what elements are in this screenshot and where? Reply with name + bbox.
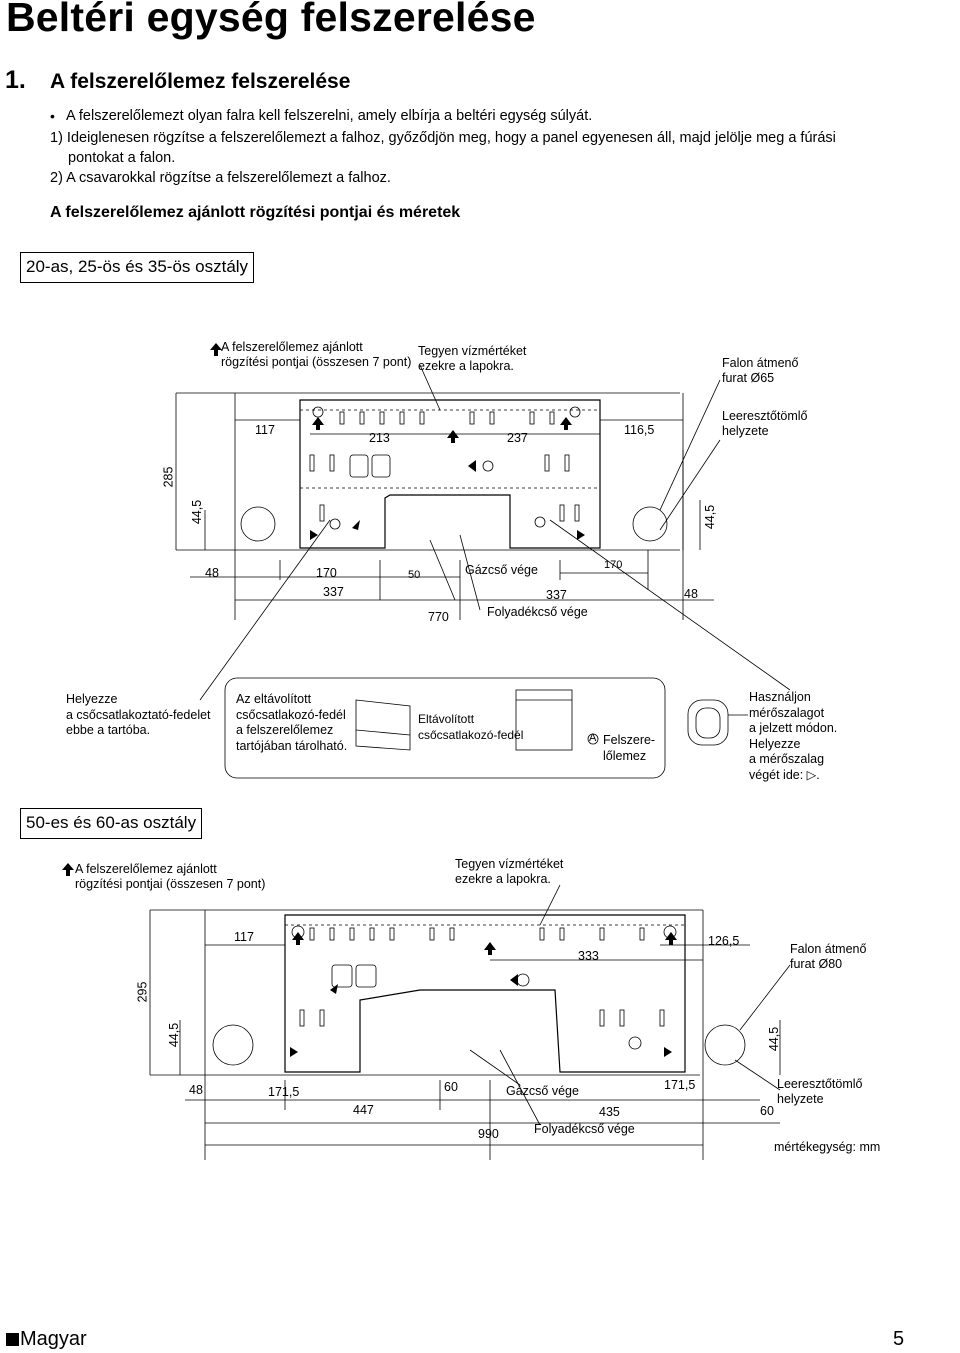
dim-337-right: 337 xyxy=(546,588,567,602)
dim2-44-5-left: 44,5 xyxy=(167,1022,182,1048)
page-number: 5 xyxy=(893,1328,905,1350)
dim-237: 237 xyxy=(507,431,528,445)
diagram1-class-label: 20-as, 25-ös és 35-ös osztály xyxy=(20,252,255,283)
instruction-step2: 2) A csavarokkal rögzítse a felszerelőle… xyxy=(50,170,391,186)
instruction-step1-line1: 1) Ideiglenesen rögzítse a felszerelőlem… xyxy=(50,130,836,146)
footer-language: Magyar xyxy=(20,1328,87,1350)
dim2-990: 990 xyxy=(478,1127,499,1141)
dim-170-right: 170 xyxy=(604,559,623,571)
dim-285: 285 xyxy=(161,466,176,488)
diagram2-gas-pipe-label: Gázcső vége xyxy=(506,1084,579,1098)
dim-44-5-right: 44,5 xyxy=(703,504,718,530)
bullet-marker: • xyxy=(50,108,55,124)
instruction-bullet: A felszerelőlemezt olyan falra kell fels… xyxy=(66,108,593,124)
dim-117: 117 xyxy=(255,423,275,437)
diagram2-graphics xyxy=(149,884,791,1160)
diagram2-class-label: 50-es és 60-as osztály xyxy=(20,808,203,839)
dim2-333: 333 xyxy=(578,949,599,963)
dim2-126-5: 126,5 xyxy=(708,934,740,948)
instruction-step1-line2: pontokat a falon. xyxy=(68,150,176,166)
dim2-171-5-left: 171,5 xyxy=(268,1085,300,1099)
dim-170-left: 170 xyxy=(316,566,337,580)
marker-a: A xyxy=(589,732,597,744)
dim2-435: 435 xyxy=(599,1105,620,1119)
dim-116-5: 116,5 xyxy=(624,423,655,437)
dim-44-5-left: 44,5 xyxy=(190,499,205,525)
dim2-44-5-right: 44,5 xyxy=(767,1026,782,1052)
note-mounting-plate: Felszere-lőlemez xyxy=(603,733,656,763)
page-title: Beltéri egység felszerelése xyxy=(6,0,536,40)
dim-213: 213 xyxy=(369,431,390,445)
dim2-295: 295 xyxy=(135,981,150,1003)
dim2-447: 447 xyxy=(353,1103,374,1117)
dim2-60-right: 60 xyxy=(760,1104,774,1118)
dim-48-left: 48 xyxy=(205,566,219,580)
dim2-171-5-right: 171,5 xyxy=(664,1078,696,1092)
diagram1-gas-pipe-label: Gázcső vége xyxy=(465,563,538,577)
section-number: 1. xyxy=(5,66,26,94)
diagram1-graphics xyxy=(62,343,791,876)
section-title: A felszerelőlemez felszerelése xyxy=(50,70,351,93)
dimensions-subheading: A felszerelőlemez ajánlott rögzítési pon… xyxy=(50,204,461,221)
dim2-60-left: 60 xyxy=(444,1080,458,1094)
dim-48-right: 48 xyxy=(684,587,698,601)
dim-337-left: 337 xyxy=(323,585,344,599)
dim-770: 770 xyxy=(428,610,449,624)
unit-note: mértékegység: mm xyxy=(774,1140,881,1154)
diagram1-liquid-pipe-label: Folyadékcső vége xyxy=(487,605,588,619)
dim-50: 50 xyxy=(408,569,421,581)
dim2-48: 48 xyxy=(189,1083,203,1097)
footer-square-icon xyxy=(6,1333,19,1346)
dim2-117: 117 xyxy=(234,930,254,944)
diagram2-liquid-pipe-label: Folyadékcső vége xyxy=(534,1122,635,1136)
